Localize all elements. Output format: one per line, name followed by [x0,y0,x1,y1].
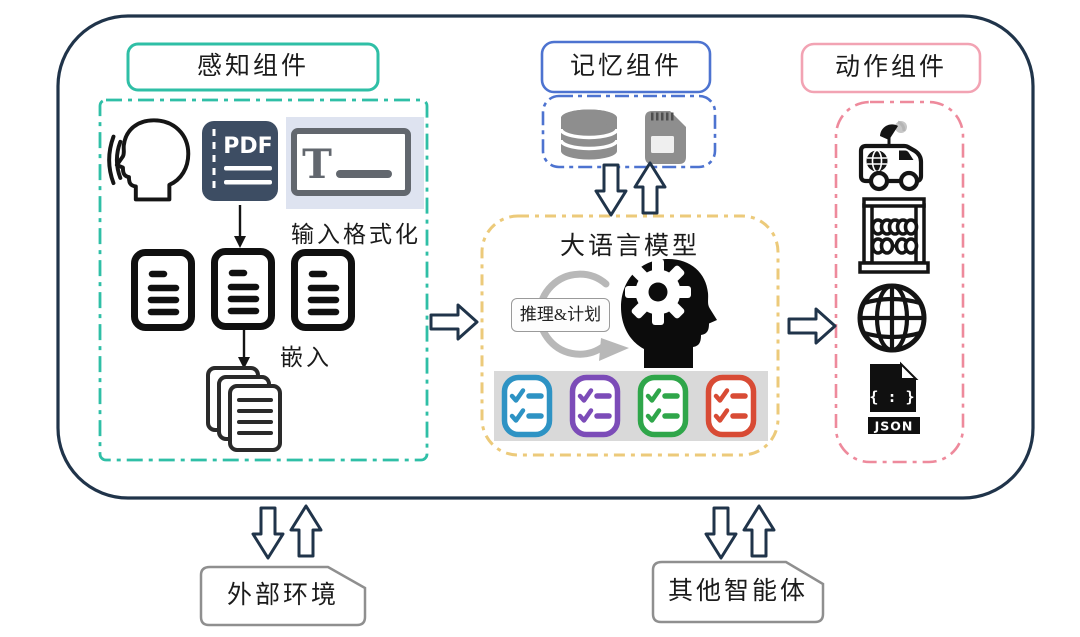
document-icon [135,253,192,328]
memory-title-box [540,40,712,94]
to-other-agents-arrow [704,506,738,560]
head-gear-icon [621,259,717,368]
checklist-icon-red [709,378,754,435]
action-title-box [800,42,982,94]
llm-to-action-arrow [787,307,837,345]
checklist-icon-purple [573,378,618,435]
other-agents-box [651,560,825,624]
stacked-documents-icon [206,366,282,452]
action-title: 动作组件 [834,54,947,81]
llm-group-box [480,214,780,457]
document-icon [295,253,352,328]
input-format-label: 输入格式化 [291,222,421,247]
svg-text:{ : }: { : } [869,388,914,406]
arrow-pdf-to-docs [234,205,246,248]
perception-to-llm-arrow [429,303,479,341]
json-file-icon: { : } JSON [868,361,920,434]
memory-group-box [541,94,717,169]
speech-head-icon [107,118,191,202]
text-input-icon: T [286,117,424,209]
perception-group-box [98,98,429,462]
perception-title: 感知组件 [196,53,309,80]
checklist-icon-green [641,378,686,435]
satellite-van-icon [858,120,924,192]
memory-to-llm-arrow [594,163,628,217]
external-env-box [199,565,367,627]
abacus-icon [858,197,930,274]
memory-title: 记忆组件 [569,53,682,80]
database-icon [559,109,619,160]
svg-text:PDF: PDF [223,134,272,159]
svg-text:JSON: JSON [874,419,914,434]
reasoning-planning-badge: 推理&计划 [511,298,610,332]
llm-title: 大语言模型 [559,233,700,260]
gear-icon [625,259,691,325]
embed-label: 嵌入 [280,345,332,370]
action-group-box [834,100,965,464]
svg-text:T: T [302,141,332,188]
perception-title-box [126,42,380,92]
pdf-file-icon: PDF [202,121,278,201]
document-icon [215,252,272,327]
checklist-icon-blue [505,378,550,435]
globe-icon [857,283,927,353]
external-env-label: 外部环境 [226,582,339,609]
other-agents-label: 其他智能体 [667,578,808,605]
llm-to-memory-arrow [633,161,667,215]
from-other-agents-arrow [742,504,776,558]
memory-card-icon [645,111,686,164]
from-external-env-arrow [289,504,323,558]
to-external-env-arrow [251,506,285,560]
outer-container-border [56,14,1035,500]
arrow-docs-to-embed [238,330,250,369]
